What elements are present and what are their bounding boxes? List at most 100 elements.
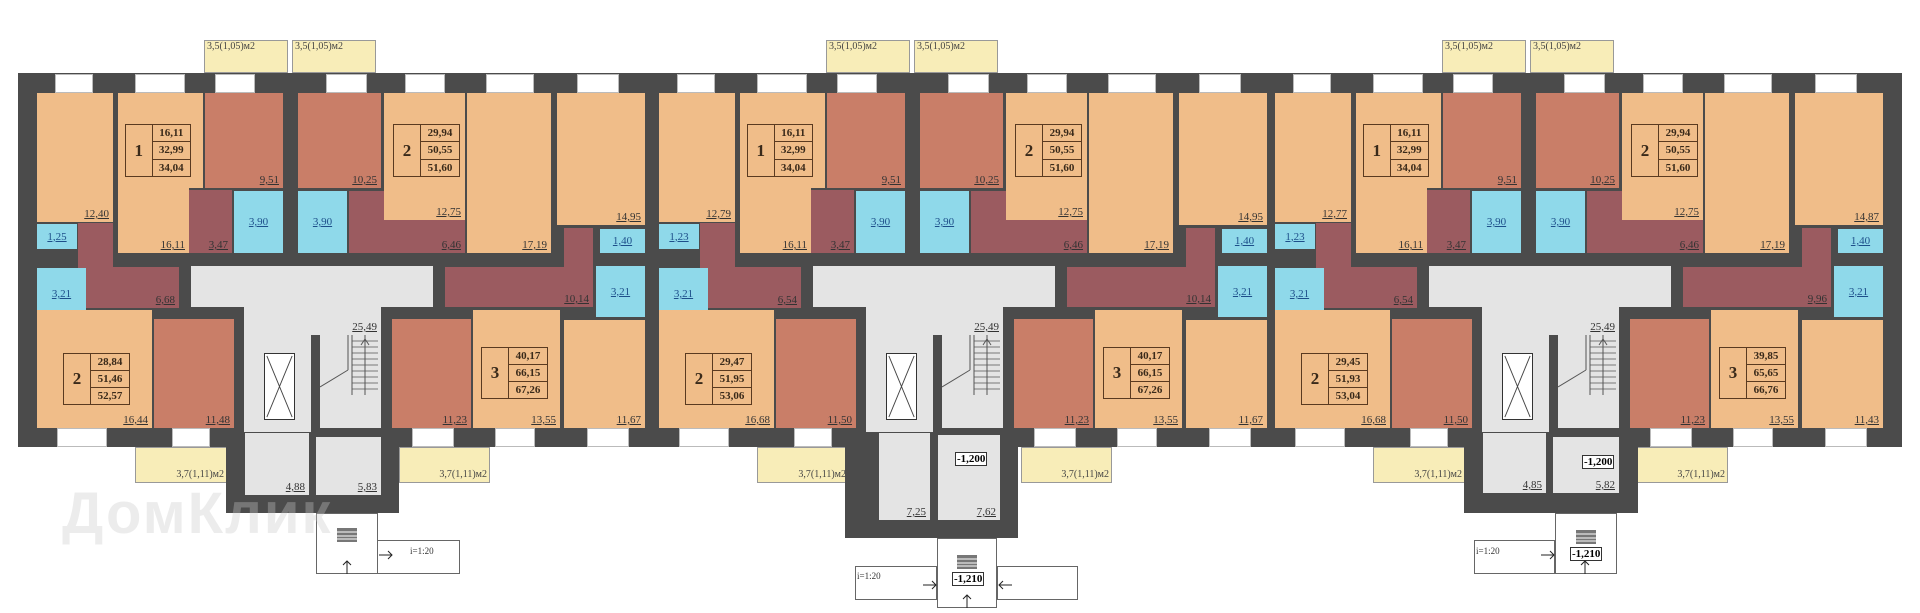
living-room <box>811 93 825 188</box>
window <box>495 428 535 447</box>
bathroom: 3,21 <box>596 266 645 317</box>
grate-icon <box>337 528 357 542</box>
entrance-ramp <box>1474 540 1555 574</box>
hallway <box>1186 228 1215 267</box>
hallway: 3,47 <box>811 190 854 253</box>
window <box>577 74 619 93</box>
window <box>1199 74 1241 93</box>
apartment-area-value: 16,11 <box>774 125 812 143</box>
window <box>1643 74 1683 93</box>
staircase-icon <box>941 335 1003 428</box>
room-area-label: 11,50 <box>827 414 852 426</box>
ramp-slope-label: i=1:20 <box>1476 546 1500 556</box>
stair-lobby: 25,49 <box>1482 307 1619 335</box>
living-room: 17,19 <box>1089 93 1173 253</box>
room-area-label: 12,75 <box>1674 206 1699 218</box>
window <box>679 428 729 447</box>
room-area-label: 3,21 <box>673 288 694 300</box>
apartment-area-value: 67,26 <box>1137 384 1163 396</box>
room-area-label: 3,90 <box>248 216 269 228</box>
hallway <box>1802 228 1831 267</box>
balcony-door[interactable] <box>948 74 989 93</box>
apartment-room-count: 1 <box>1364 125 1391 176</box>
balcony-door[interactable] <box>1453 74 1493 93</box>
window <box>1724 74 1772 93</box>
ramp-arrow-icon <box>379 548 393 562</box>
room-area-label: 1,40 <box>1850 235 1871 247</box>
room-area-label: 16,44 <box>123 414 148 426</box>
stair-lobby <box>813 266 1055 307</box>
window <box>57 428 107 447</box>
balcony-top: 3,5(1,05)м2 <box>1442 40 1526 73</box>
apartment-room-count: 3 <box>1104 348 1131 398</box>
living-room: 16,68 <box>659 310 774 428</box>
apartment-area-value: 16,11 <box>152 125 190 143</box>
apartment-room-count: 3 <box>482 348 509 398</box>
room-area-label: 3,90 <box>870 216 891 228</box>
apartment-room-count: 2 <box>394 125 421 176</box>
room-area-label: 16,11 <box>782 239 807 251</box>
ramp-slope-label: i=1:20 <box>857 571 881 581</box>
apartment-area-value: 53,06 <box>719 390 745 402</box>
apartment-area-value: 32,99 <box>774 142 812 160</box>
entrance-arrow-icon <box>1578 560 1592 574</box>
room-area-label: 25,49 <box>974 321 999 333</box>
room-area-label: 6,54 <box>1393 294 1413 306</box>
window <box>1117 428 1157 447</box>
room-area-label: 3,90 <box>1486 216 1507 228</box>
stair-lobby: 25,49 <box>244 307 381 335</box>
bedroom: 9,51 <box>827 93 905 188</box>
apartment-room-count: 1 <box>748 125 775 176</box>
room-area-label: 13,55 <box>1153 414 1178 426</box>
window <box>757 74 807 93</box>
room-area-label: 25,49 <box>1590 321 1615 333</box>
kitchen: 12,75 <box>1006 93 1087 220</box>
room-area-label: 10,25 <box>1590 174 1615 186</box>
living-room: 16,11 <box>1356 93 1427 253</box>
balcony-top: 3,5(1,05)м2 <box>292 40 376 73</box>
watermark-logo: ДомКлик <box>62 481 333 546</box>
apartment-area-value: 32,99 <box>152 142 190 160</box>
balcony-door[interactable] <box>326 74 367 93</box>
balcony-bottom: 3,7(1,11)м2 <box>757 447 849 483</box>
living-room: 16,44 <box>37 310 152 428</box>
window <box>1027 74 1067 93</box>
room-area-label: 7,25 <box>906 506 926 518</box>
room: 14,95 <box>557 93 645 225</box>
room-area-label: 4,85 <box>1522 479 1542 491</box>
apartment-area-value: 66,15 <box>1131 365 1169 382</box>
balcony-door[interactable] <box>215 74 255 93</box>
ramp-arrow-icon <box>1541 548 1555 562</box>
balcony-door[interactable] <box>837 74 877 93</box>
staircase-icon <box>1557 335 1619 428</box>
apartment-area-value: 29,94 <box>1043 125 1081 143</box>
toilet: 1,23 <box>1275 224 1315 249</box>
window <box>1209 428 1251 447</box>
room-area-label: 12,77 <box>1322 208 1347 220</box>
apartment-area-value: 29,94 <box>1659 125 1697 143</box>
balcony-top: 3,5(1,05)м2 <box>1530 40 1614 73</box>
balcony-bottom: 3,7(1,11)м2 <box>1373 447 1465 483</box>
room-area-label: 11,23 <box>1064 414 1089 426</box>
apartment-area-value: 16,11 <box>1390 125 1428 143</box>
balcony-top: 3,5(1,05)м2 <box>204 40 288 73</box>
room-area-label: 3,90 <box>1550 216 1571 228</box>
living-room: 13,55 <box>1711 310 1798 428</box>
vestibule: 5,83 <box>316 437 381 495</box>
kitchen: 12,75 <box>384 93 465 220</box>
balcony-door[interactable] <box>1564 74 1605 93</box>
toilet: 1,40 <box>1838 229 1883 253</box>
floor-level-mark: -1,210 <box>1570 547 1603 561</box>
vestibule: 4,88 <box>245 433 309 495</box>
bedroom: 10,25 <box>920 93 1003 188</box>
room-area-label: 16,11 <box>1398 239 1423 251</box>
